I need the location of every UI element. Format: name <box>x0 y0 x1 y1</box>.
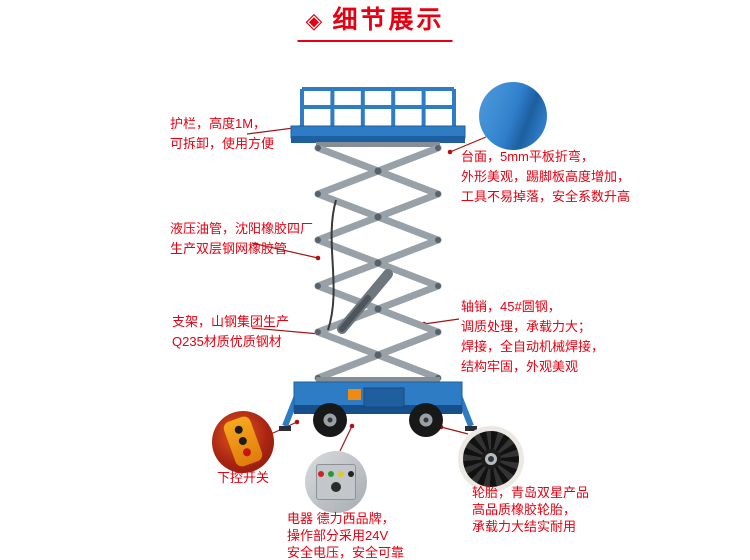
wheels <box>313 403 443 437</box>
annotation-line: 焊接，全自动机械焊接， <box>461 339 605 354</box>
annotation-lower-switch: 下控开关 <box>211 468 275 488</box>
pivot-pins <box>315 145 441 381</box>
remote-control-photo <box>212 411 274 473</box>
annotation-line: 轴销，45#圆钢， <box>461 299 561 314</box>
annotation-line: 工具不易掉落，安全系数升高 <box>461 189 631 204</box>
platform-detail-photo <box>479 82 547 150</box>
annotation-axle-pin: 轴销，45#圆钢， 调质处理，承载力大； 焊接，全自动机械焊接， 结构牢固，外观… <box>461 297 604 377</box>
remote-control-body <box>221 414 265 469</box>
panel-buttons <box>318 471 354 477</box>
control-panel-face <box>316 464 356 500</box>
annotation-line: 生产双层钢网橡胶管 <box>170 241 288 256</box>
panel-button-red <box>318 471 324 477</box>
annotation-line: 电器 德力西品牌， <box>287 511 395 526</box>
annotation-line: 支架，山钢集团生产 <box>172 314 290 329</box>
platform-deck <box>290 125 466 143</box>
annotation-platform-top: 台面，5mm平板折弯， 外形美观，踢脚板高度增加， 工具不易掉落，安全系数升高 <box>461 147 630 207</box>
annotation-line: 操作部分采用24V <box>287 528 389 543</box>
panel-button-yellow <box>338 471 344 477</box>
remote-button-red <box>241 447 253 458</box>
page-title: 细节展示 <box>332 6 445 34</box>
guardrail <box>300 87 456 127</box>
panel-button-green <box>328 471 334 477</box>
tire-hub <box>481 449 501 469</box>
annotation-guardrail: 护栏，高度1M， 可拆卸，使用方便 <box>170 114 274 154</box>
electric-control-panel-photo <box>305 451 367 513</box>
panel-knob <box>331 482 341 492</box>
hydraulic-hose <box>327 199 337 331</box>
annotation-line: 可拆卸，使用方便 <box>170 136 275 151</box>
hydraulic-cylinder <box>337 269 393 334</box>
annotation-hydraulic-hose: 液压油管，沈阳橡胶四厂 生产双层钢网橡胶管 <box>170 219 313 259</box>
annotation-line: Q235材质优质钢材 <box>172 334 282 349</box>
annotation-line: 轮胎，青岛双星产品 <box>472 485 590 500</box>
annotation-line: 护栏，高度1M， <box>170 116 267 131</box>
annotation-line: 承载力大结实耐用 <box>472 519 577 534</box>
annotation-electric: 电器 德力西品牌， 操作部分采用24V 安全电压，安全可靠 <box>287 510 404 560</box>
annotation-line: 结构牢固，外观美观 <box>461 359 579 374</box>
annotation-line: 下控开关 <box>216 470 269 485</box>
annotation-line: 安全电压，安全可靠 <box>287 545 405 560</box>
annotation-line: 调质处理，承载力大； <box>461 319 592 334</box>
diamond-icon: ◈ <box>305 7 323 33</box>
tire-tread <box>463 431 519 487</box>
tire-detail-photo <box>458 426 524 492</box>
section-header: ◈ 细节展示 <box>297 6 453 42</box>
annotation-line: 外形美观，踢脚板高度增加， <box>461 169 631 184</box>
annotation-support-frame: 支架，山钢集团生产 Q235材质优质钢材 <box>172 312 289 352</box>
annotation-tire: 轮胎，青岛双星产品 高品质橡胶轮胎， 承载力大结实耐用 <box>472 484 589 535</box>
panel-button-black <box>348 471 354 477</box>
remote-button <box>237 435 248 447</box>
top-connector-rail <box>316 142 440 147</box>
annotation-line: 高品质橡胶轮胎， <box>472 502 577 517</box>
annotation-line: 液压油管，沈阳橡胶四厂 <box>170 221 314 236</box>
scissor-lift-illustration <box>279 87 477 437</box>
annotation-line: 台面，5mm平板折弯， <box>461 149 594 164</box>
remote-button <box>233 424 244 435</box>
bottom-connector-rail <box>316 377 440 382</box>
